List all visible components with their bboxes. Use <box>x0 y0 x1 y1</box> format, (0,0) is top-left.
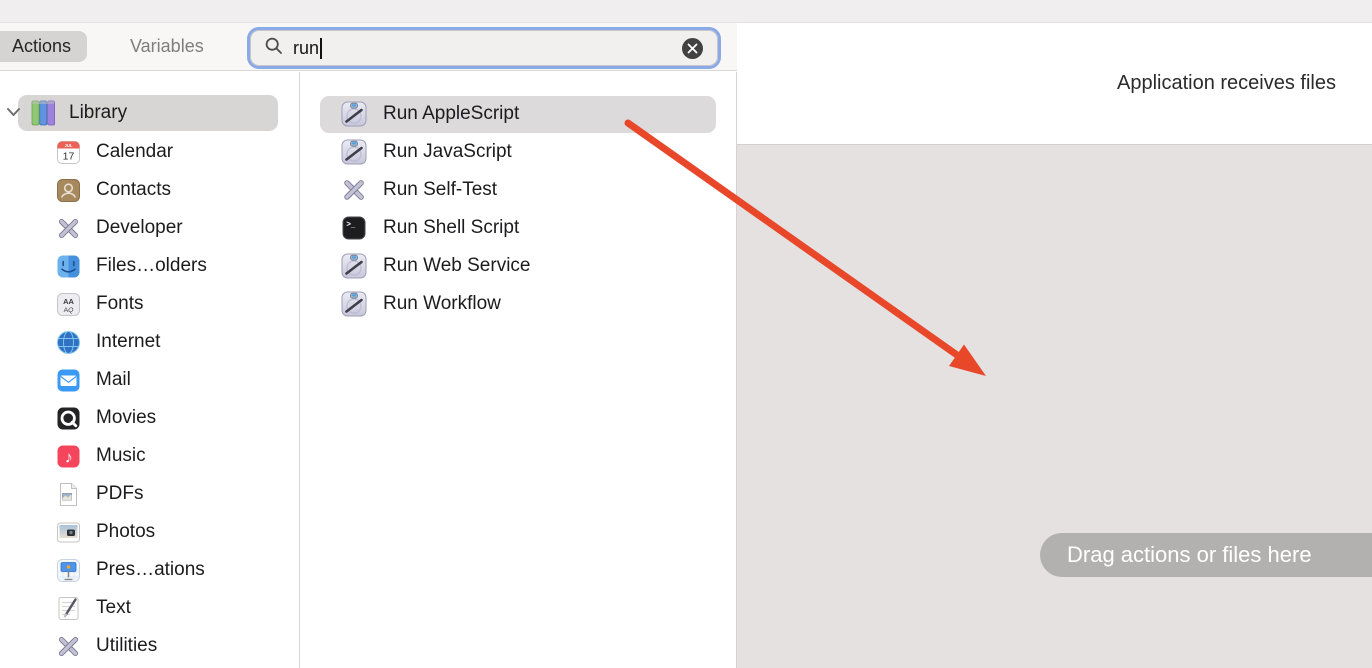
search-value: run <box>293 37 320 58</box>
sidebar-item-contacts[interactable]: Contacts <box>0 171 299 209</box>
sidebar-item-label: Library <box>69 102 128 123</box>
svg-text:JUL: JUL <box>65 142 73 147</box>
sidebar-item-label: Photos <box>96 521 156 542</box>
library-toolbar: Actions Variables run <box>0 23 737 71</box>
presentations-icon <box>55 557 82 584</box>
sidebar-item-label: Text <box>96 597 131 618</box>
terminal-icon: >_ <box>340 214 368 242</box>
sidebar-item-fonts[interactable]: AA AQ Fonts <box>0 285 299 323</box>
search-input[interactable]: run <box>247 27 721 69</box>
sidebar-item-movies[interactable]: Movies <box>0 399 299 437</box>
sidebar-item-label: Movies <box>96 407 157 428</box>
result-run-javascript[interactable]: Run JavaScript <box>300 133 736 171</box>
movies-quicktime-icon <box>55 405 82 432</box>
library-books-icon <box>28 98 58 128</box>
sidebar-item-label: Calendar <box>96 141 174 162</box>
sidebar-item-pdfs[interactable]: PDFs <box>0 475 299 513</box>
result-label: Run JavaScript <box>383 141 512 162</box>
sidebar-item-label: Contacts <box>96 179 171 200</box>
workflow-canvas[interactable]: Drag actions or files here <box>737 144 1372 668</box>
result-run-web-service[interactable]: Run Web Service <box>300 247 736 285</box>
result-label: Run AppleScript <box>383 103 520 124</box>
sidebar-item-label: Mail <box>96 369 131 390</box>
result-run-shell-script[interactable]: >_ Run Shell Script <box>300 209 736 247</box>
music-icon: ♪ <box>55 443 82 470</box>
sidebar-item-label: Utilities <box>96 635 158 656</box>
workflow-input-description: Application receives files <box>1117 72 1336 94</box>
magnifier-icon <box>264 36 284 61</box>
result-label: Run Self-Test <box>383 179 498 200</box>
sidebar-item-developer[interactable]: Developer <box>0 209 299 247</box>
automator-script-icon <box>340 252 368 280</box>
tools-icon <box>340 176 368 204</box>
text-page-icon <box>55 595 82 622</box>
sidebar-item-label: Pres…ations <box>96 559 205 580</box>
sidebar-item-utilities[interactable]: Utilities <box>0 627 299 665</box>
utilities-tools-icon <box>55 633 82 660</box>
clear-circle-icon[interactable] <box>682 38 703 59</box>
tab-variables[interactable]: Variables <box>130 36 204 56</box>
tab-actions[interactable]: Actions <box>0 31 88 62</box>
text-caret <box>320 37 322 59</box>
sidebar-item-calendar[interactable]: JUL 17 Calendar <box>0 133 299 171</box>
result-run-self-test[interactable]: Run Self-Test <box>300 171 736 209</box>
internet-globe-icon <box>55 329 82 356</box>
pdf-page-icon <box>55 481 82 508</box>
automator-script-icon <box>340 138 368 166</box>
dropzone-label: Drag actions or files here <box>1040 533 1372 577</box>
window-titlebar-strip <box>0 0 1372 23</box>
result-run-applescript[interactable]: Run AppleScript <box>300 95 736 133</box>
svg-text:AQ: AQ <box>64 307 75 314</box>
result-run-workflow[interactable]: Run Workflow <box>300 285 736 323</box>
developer-tools-icon <box>55 215 82 242</box>
sidebar-item-internet[interactable]: Internet <box>0 323 299 361</box>
calendar-icon: JUL 17 <box>55 139 82 166</box>
sidebar-item-label: Internet <box>96 331 161 352</box>
finder-icon <box>55 253 82 280</box>
result-label: Run Workflow <box>383 293 501 314</box>
sidebar-item-label: Fonts <box>96 293 144 314</box>
sidebar-item-files-folders[interactable]: Files…olders <box>0 247 299 285</box>
chevron-down-icon[interactable] <box>6 104 21 122</box>
svg-text:17: 17 <box>63 150 75 162</box>
sidebar-item-mail[interactable]: Mail <box>0 361 299 399</box>
sidebar-item-library[interactable]: Library <box>0 94 299 132</box>
automator-script-icon <box>340 100 368 128</box>
sidebar-item-presentations[interactable]: Pres…ations <box>0 551 299 589</box>
sidebar-item-label: Music <box>96 445 146 466</box>
sidebar-item-text[interactable]: Text <box>0 589 299 627</box>
result-label: Run Web Service <box>383 255 531 276</box>
photos-icon <box>55 519 82 546</box>
sidebar-item-label: PDFs <box>96 483 144 504</box>
automator-script-icon <box>340 290 368 318</box>
workflow-panel: Application receives files Drag actions … <box>737 23 1372 668</box>
sidebar-item-label: Files…olders <box>96 255 207 276</box>
contacts-icon <box>55 177 82 204</box>
result-label: Run Shell Script <box>383 217 520 238</box>
svg-text:♪: ♪ <box>65 449 73 466</box>
sidebar-item-photos[interactable]: Photos <box>0 513 299 551</box>
sidebar-item-label: Developer <box>96 217 183 238</box>
svg-text:AA: AA <box>63 297 74 306</box>
sidebar-item-music[interactable]: ♪ Music <box>0 437 299 475</box>
mail-icon <box>55 367 82 394</box>
svg-text:>_: >_ <box>346 220 356 229</box>
library-sidebar: Library JUL 17 Calendar <box>0 72 300 668</box>
action-results-list: Run AppleScript Run JavaScript <box>300 72 737 668</box>
fonts-icon: AA AQ <box>55 291 82 318</box>
